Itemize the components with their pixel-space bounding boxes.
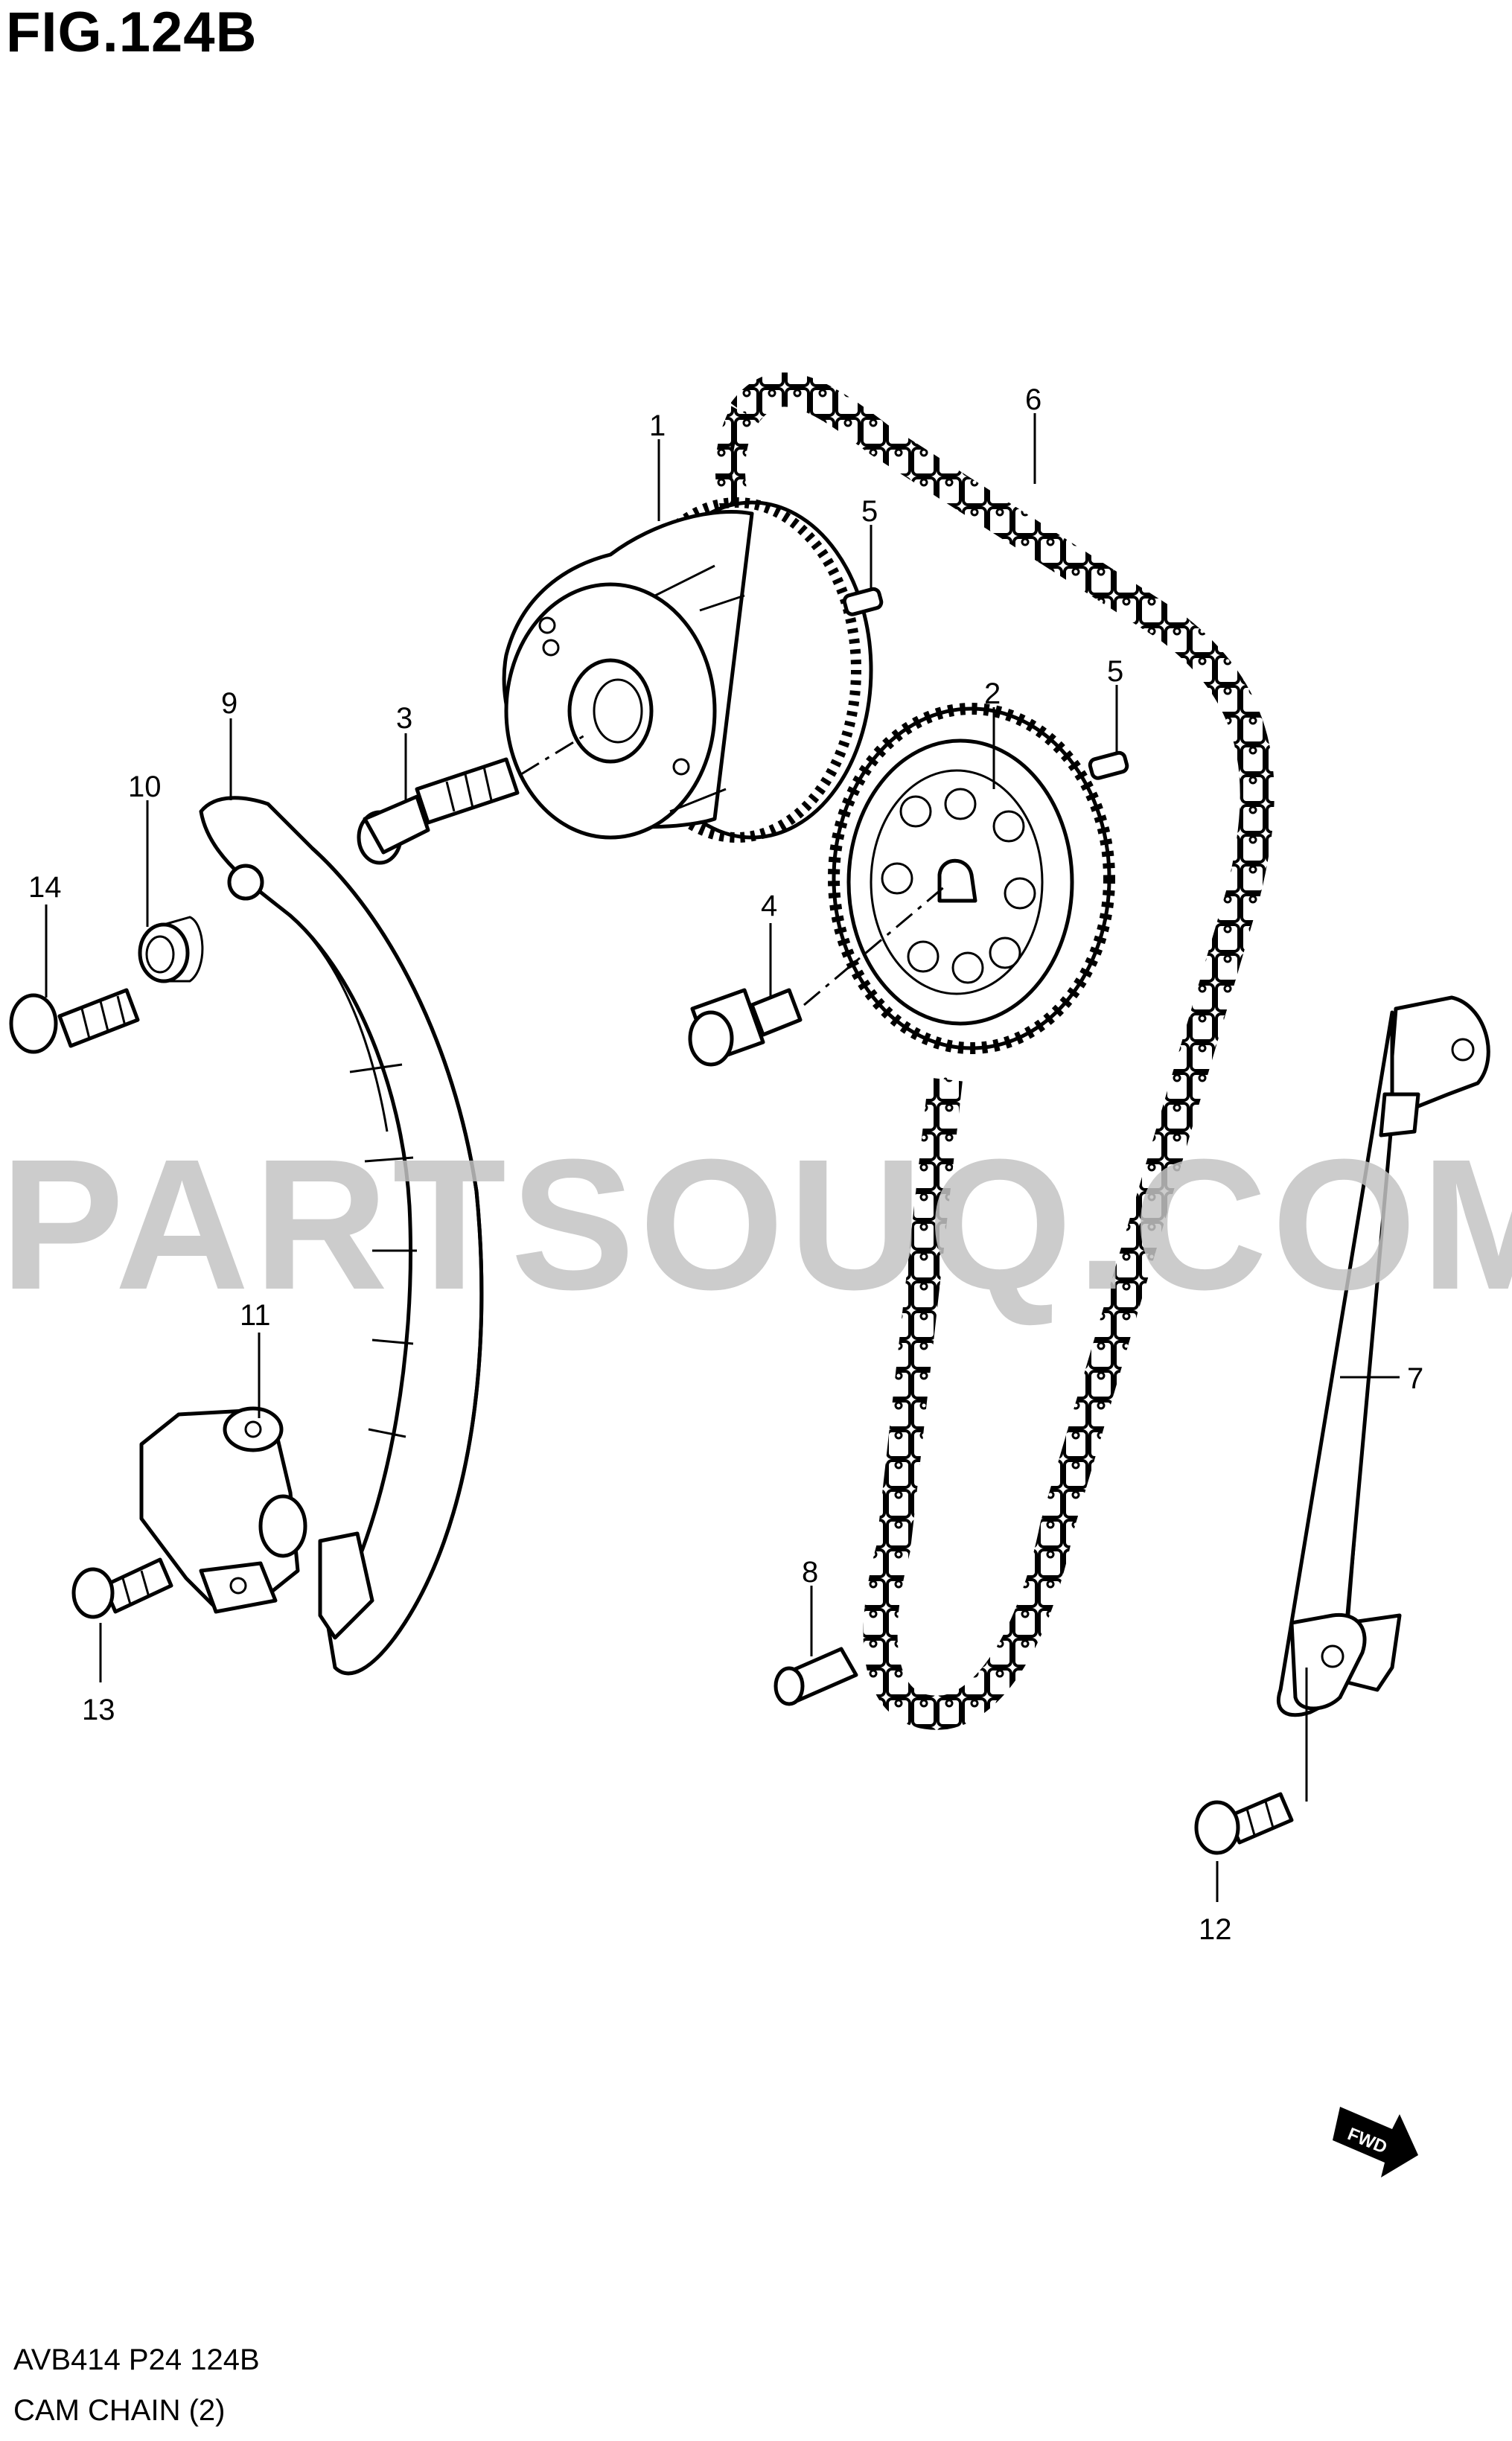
bolt-4	[688, 988, 803, 1067]
fwd-arrow-icon	[1333, 2107, 1418, 2177]
tensioner-arm	[199, 796, 484, 1676]
callout-5-lower: 5	[1107, 655, 1123, 688]
cam-chain	[715, 372, 1275, 1730]
chain-guide	[1276, 995, 1490, 1717]
callout-3: 3	[396, 702, 412, 735]
bolt-13	[71, 1557, 173, 1619]
chain-tensioner	[139, 1406, 307, 1614]
callout-14: 14	[28, 871, 62, 904]
callout-7: 7	[1407, 1362, 1423, 1395]
callout-12: 12	[1199, 1913, 1232, 1946]
pin-5-lower	[1088, 750, 1129, 780]
camshaft-sprocket	[828, 703, 1115, 1054]
bolt-12	[1194, 1792, 1294, 1855]
pin-5-upper	[842, 587, 884, 616]
callout-5-upper: 5	[861, 495, 878, 528]
leader-lines	[45, 413, 1400, 1902]
watermark: PARTSOUQ.COM	[0, 1120, 1512, 1328]
callout-1: 1	[649, 409, 666, 442]
callout-6: 6	[1025, 383, 1042, 416]
callout-9: 9	[221, 687, 237, 720]
bolt-3	[357, 757, 520, 865]
washer-10	[138, 916, 204, 983]
bolt-14	[9, 988, 140, 1054]
callout-11: 11	[240, 1299, 271, 1332]
figure-code: AVB414 P24 124B	[13, 2343, 260, 2376]
callout-10: 10	[128, 770, 162, 803]
figure-name: CAM CHAIN (2)	[13, 2394, 226, 2427]
camshaft-sprocket-assembly	[502, 497, 873, 843]
callout-2: 2	[984, 677, 1001, 710]
callout-13: 13	[82, 1694, 115, 1726]
callout-8: 8	[802, 1556, 818, 1589]
pin-8	[773, 1647, 858, 1706]
figure-title: FIG.124B	[6, 1, 258, 64]
callout-4: 4	[761, 890, 777, 922]
